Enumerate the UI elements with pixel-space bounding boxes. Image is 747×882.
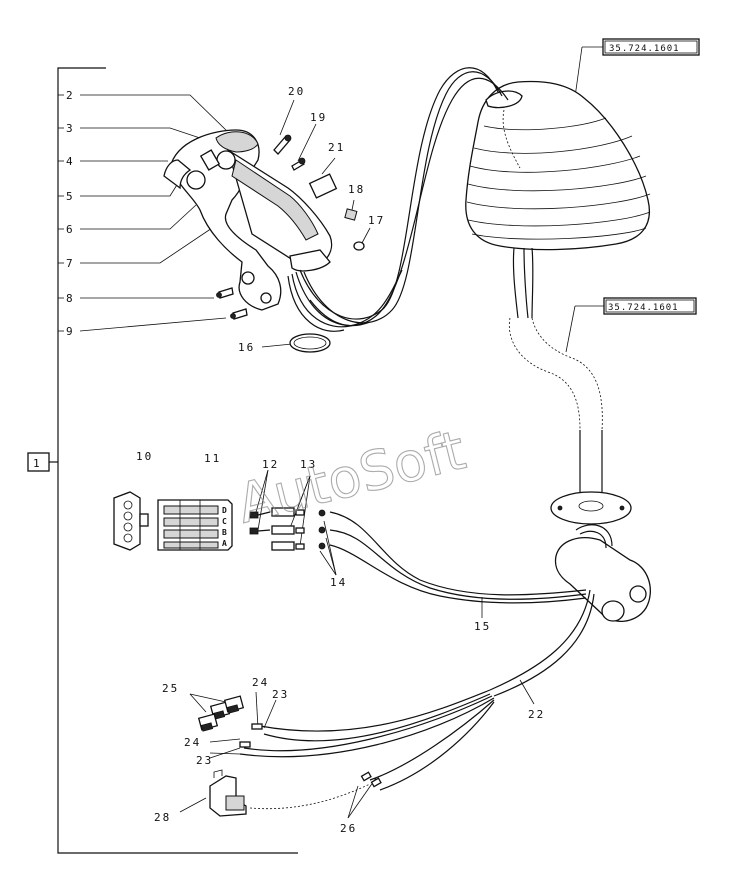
shaft-assembly <box>508 247 651 622</box>
group-bracket: 1 <box>27 67 298 854</box>
callout-8: 8 <box>66 292 75 305</box>
callout-26: 26 <box>340 822 357 835</box>
bracket-leaders <box>58 94 64 332</box>
callout-19: 19 <box>310 111 327 124</box>
rubber-boot <box>465 80 651 251</box>
callout-14: 14 <box>330 576 347 589</box>
callout-13: 13 <box>300 458 317 471</box>
callout-18: 18 <box>348 183 365 196</box>
callout-24-upper: 24 <box>252 676 269 689</box>
callout-numbers: 2 3 4 5 6 7 8 9 10 11 12 13 14 15 16 17 … <box>66 85 545 835</box>
callout-10: 10 <box>136 450 153 463</box>
callout-4: 4 <box>66 155 75 168</box>
callout-9: 9 <box>66 325 75 338</box>
connector-assembly: D C B A <box>113 491 233 551</box>
callout-24-lower: 24 <box>184 736 201 749</box>
callout-23-upper: 23 <box>272 688 289 701</box>
callout-23-lower: 23 <box>196 754 213 767</box>
callout-21: 21 <box>328 141 345 154</box>
callout-12: 12 <box>262 458 279 471</box>
lower-parts <box>197 695 382 817</box>
harness-wires-lower <box>239 511 595 810</box>
callout-22: 22 <box>528 708 545 721</box>
group-label: 1 <box>33 457 42 470</box>
callout-17: 17 <box>368 214 385 227</box>
reference-upper: 35.724.1601 <box>609 44 680 54</box>
callout-15: 15 <box>474 620 491 633</box>
callout-2: 2 <box>66 89 75 102</box>
callout-16: 16 <box>238 341 255 354</box>
connector-letter-d: D <box>222 506 227 515</box>
joystick-handle <box>163 129 333 320</box>
connector-letter-c: C <box>222 517 227 526</box>
callout-3: 3 <box>66 122 75 135</box>
reference-lower: 35.724.1601 <box>608 303 679 313</box>
harness-wires-upper <box>287 67 509 332</box>
callout-11: 11 <box>204 452 221 465</box>
callout-25: 25 <box>162 682 179 695</box>
connector-letter-b: B <box>222 528 227 537</box>
watermark: AutoSoft <box>231 418 471 535</box>
callout-6: 6 <box>66 223 75 236</box>
callout-5: 5 <box>66 190 75 203</box>
callout-20: 20 <box>288 85 305 98</box>
callout-28: 28 <box>154 811 171 824</box>
leader-lines <box>79 46 604 819</box>
reference-boxes: 35.724.1601 35.724.1601 <box>602 38 700 315</box>
connector-letter-a: A <box>222 539 227 548</box>
pins <box>249 507 326 551</box>
small-parts <box>273 134 365 353</box>
callout-7: 7 <box>66 257 75 270</box>
